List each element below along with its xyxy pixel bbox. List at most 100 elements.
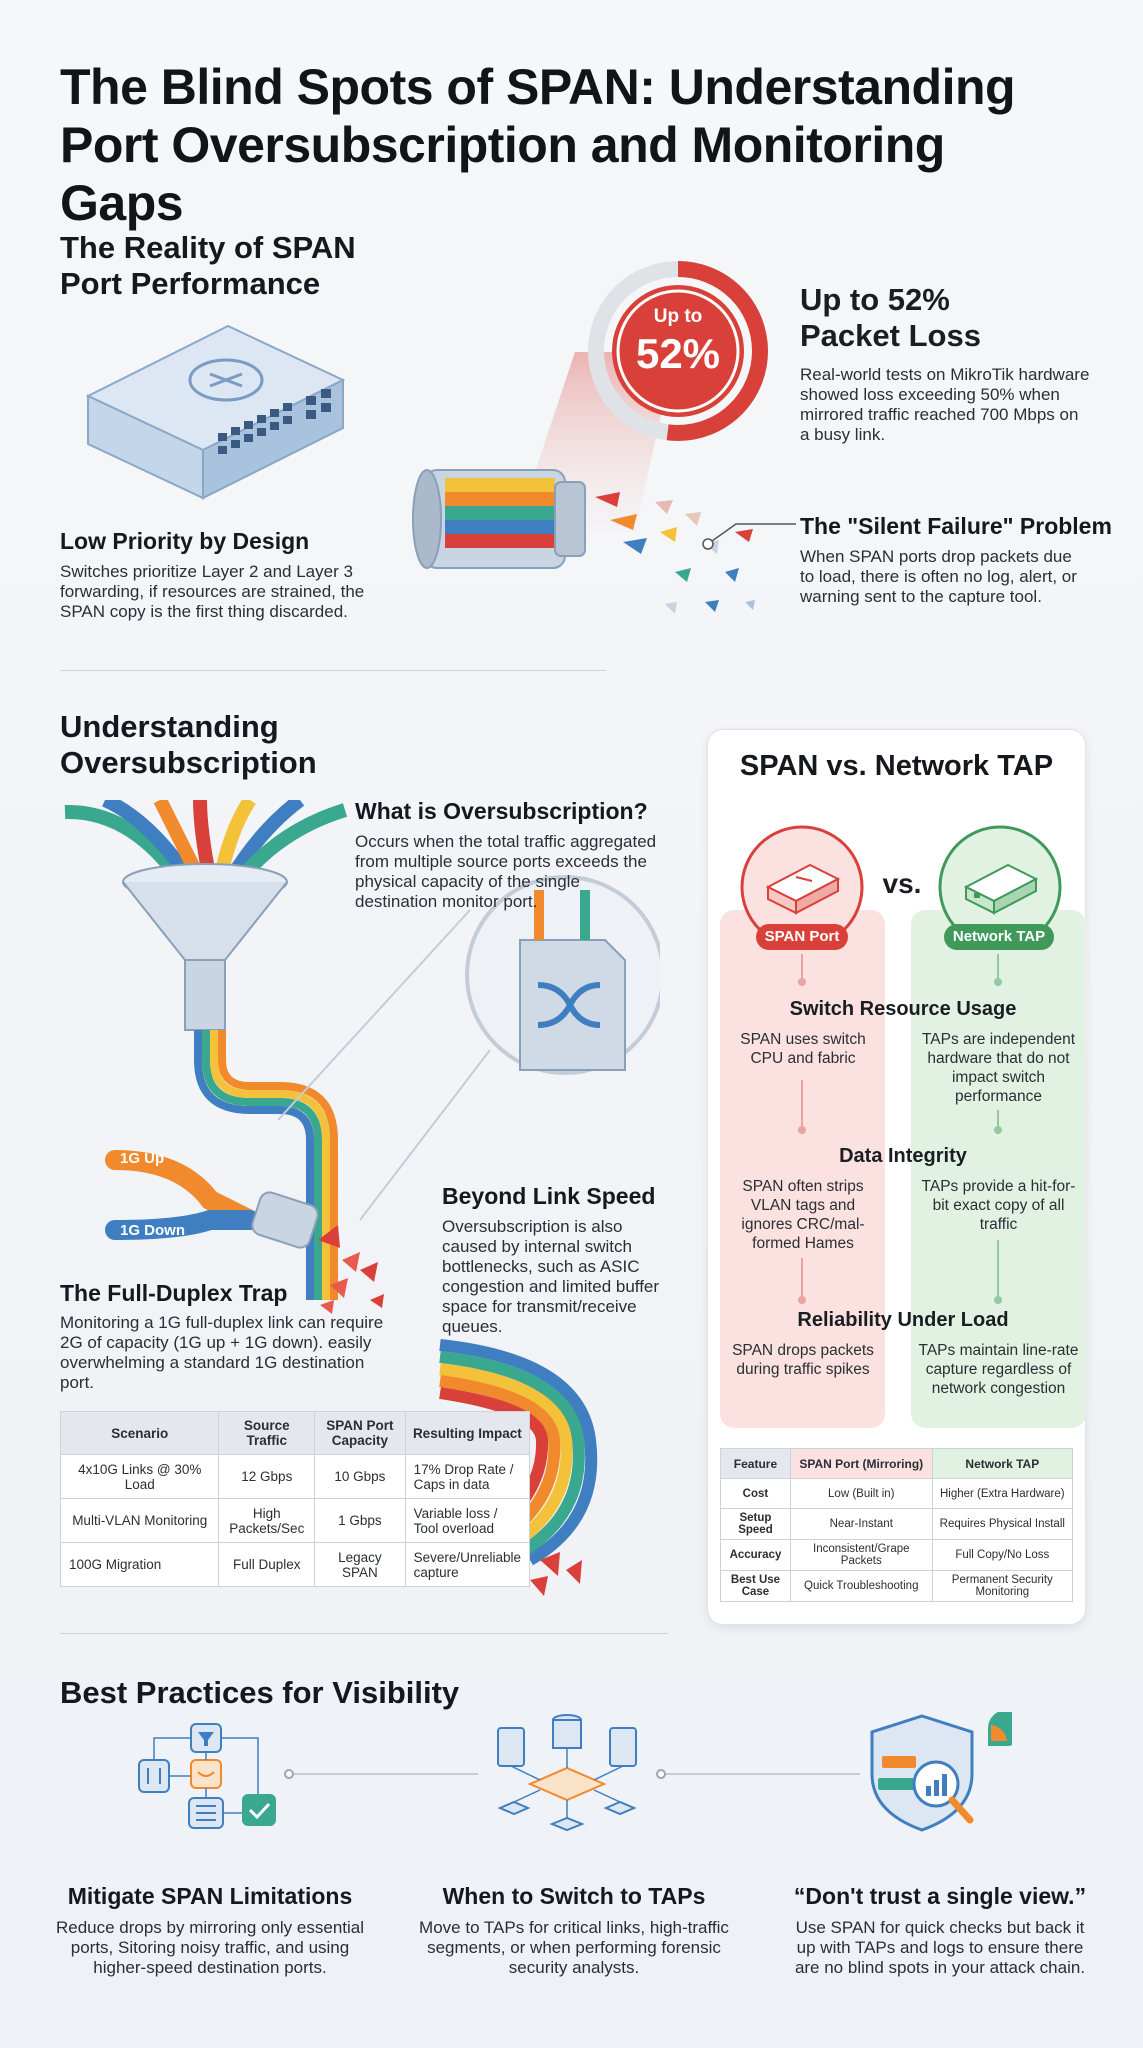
gauge-value: 52% [635,330,721,377]
connector-dot [994,1296,1002,1304]
duplex-text: Monitoring a 1G full-duplex link can req… [60,1313,384,1392]
compare-row-heading: Data Integrity [839,1145,967,1167]
compare-tap-text: TAPs provide a hit-for-bit exact copy of… [921,1178,1076,1233]
page-title: The Blind Spots of SPAN: Understanding P… [60,59,1016,231]
loss-gauge [588,261,768,441]
scenario-table: Scenario Source Traffic SPAN Port Capaci… [59,1411,531,1587]
network-tap-icon [938,825,1062,949]
table-cell: Legacy SPAN [314,1542,406,1587]
table-cell: Best Use Case [720,1570,791,1602]
best-practice-heading: When to Switch to TAPs [442,1883,706,1909]
table-row: Multi-VLAN Monitoring High Packets/Sec 1… [59,1498,531,1543]
connector-dot [994,978,1002,986]
compare-span-text: SPAN uses switch CPU and fabric [740,1031,866,1067]
table-cell: Higher (Extra Hardware) [931,1478,1074,1509]
table-cell: 1 Gbps [314,1498,406,1543]
table-cell: Inconsistent/Grape Packets [789,1539,933,1571]
silent-text: When SPAN ports drop packets due to load… [800,547,1077,606]
table-cell: 4x10G Links @ 30% Load [59,1454,220,1499]
table-cell: Full Copy/No Loss [931,1539,1074,1571]
table-row: 4x10G Links @ 30% Load 12 Gbps 10 Gbps 1… [59,1454,531,1499]
section-divider [60,1633,668,1634]
table-header: Resulting Impact [404,1411,531,1455]
table-row: 100G Migration Full Duplex Legacy SPAN S… [59,1542,531,1587]
table-cell: 17% Drop Rate / Caps in data [404,1454,531,1499]
connector-line [997,1240,999,1298]
best-practice-heading: Mitigate SPAN Limitations [67,1883,353,1909]
connector-line [801,1080,803,1128]
table-header: Feature [720,1448,791,1479]
connector-line [801,954,803,984]
table-cell: Severe/Unreliable capture [404,1542,531,1587]
connector-line [660,1773,860,1775]
table-cell: Accuracy [720,1539,791,1571]
table-header: Source Traffic [218,1411,316,1455]
connector-line [288,1773,478,1775]
table-header: SPAN Port Capacity [314,1411,406,1455]
loss-text: Real-world tests on MikroTik hardware sh… [800,365,1090,444]
switch-illustration [85,324,346,500]
oversub-heading: Understanding Oversubscription [60,709,317,780]
table-header: Scenario [59,1411,220,1455]
compare-row-heading: Reliability Under Load [797,1309,1009,1331]
connector-dot [798,978,806,986]
compare-tap-text: TAPs are independent hardware that do no… [921,1031,1076,1105]
table-header: Network TAP [931,1448,1074,1479]
table-row: Accuracy Inconsistent/Grape Packets Full… [720,1539,1074,1571]
network-tap-badge: Network TAP [944,924,1054,950]
connector-line [997,1110,999,1130]
duplex-heading: The Full-Duplex Trap [60,1280,288,1306]
best-practice-text: Move to TAPs for critical links, high-tr… [419,1918,729,1977]
span-column [720,910,885,1428]
table-row: Setup Speed Near-Instant Requires Physic… [720,1508,1074,1540]
what-heading: What is Oversubscription? [355,798,648,824]
vs-label: vs. [882,868,922,899]
packet-loss-illustration [412,352,755,614]
table-header-row: Feature SPAN Port (Mirroring) Network TA… [720,1448,1074,1479]
network-topology-icon [497,1714,637,1832]
connector-dot [284,1769,294,1779]
table-cell: Near-Instant [789,1508,933,1540]
table-row: Best Use Case Quick Troubleshooting Perm… [720,1570,1074,1602]
table-cell: Multi-VLAN Monitoring [59,1498,220,1543]
section-divider [60,670,606,671]
table-cell: Setup Speed [720,1508,791,1540]
table-row: Cost Low (Built in) Higher (Extra Hardwa… [720,1478,1074,1509]
table-cell: 10 Gbps [314,1454,406,1499]
table-header-row: Scenario Source Traffic SPAN Port Capaci… [59,1411,531,1455]
silent-heading: The "Silent Failure" Problem [800,513,1112,539]
span-port-badge: SPAN Port [756,924,848,950]
table-cell: High Packets/Sec [218,1498,316,1543]
table-cell: Full Duplex [218,1542,316,1587]
reality-heading: The Reality of SPAN Port Performance [60,230,356,301]
table-cell: Requires Physical Install [931,1508,1074,1540]
beyond-heading: Beyond Link Speed [442,1183,656,1209]
what-text: Occurs when the total traffic aggregated… [355,832,657,911]
connector-dot [798,1296,806,1304]
table-cell: 12 Gbps [218,1454,316,1499]
connector-dot [656,1769,666,1779]
table-cell: Variable loss / Tool overload [404,1498,531,1543]
best-practices-heading: Best Practices for Visibility [60,1675,460,1710]
compare-row-heading: Switch Resource Usage [789,998,1017,1020]
table-cell: Permanent Security Monitoring [931,1570,1074,1602]
compare-span-text: SPAN drops packets during traffic spikes [732,1342,874,1378]
table-cell: Low (Built in) [789,1478,933,1509]
compare-tap-text: TAPs maintain line-rate capture regardle… [918,1342,1079,1397]
workflow-icon [138,1723,276,1829]
table-cell: Cost [720,1478,791,1509]
compare-span-text: SPAN often strips VLAN tags and ignores … [741,1178,865,1252]
low-priority-text: Switches prioritize Layer 2 and Layer 3 … [60,562,365,621]
connector-line [801,1258,803,1298]
table-cell: Quick Troubleshooting [789,1570,933,1602]
loss-heading: Up to 52% Packet Loss [800,282,981,353]
beyond-text: Oversubscription is also caused by inter… [442,1217,660,1336]
low-priority-heading: Low Priority by Design [60,528,310,554]
best-practice-text: Reduce drops by mirroring only essential… [55,1918,365,1977]
connector-dot [798,1126,806,1134]
table-header: SPAN Port (Mirroring) [789,1448,933,1479]
connector-line [997,954,999,984]
best-practice-heading: “Don't trust a single view.” [793,1883,1087,1909]
callout-line [702,523,796,550]
feature-table: Feature SPAN Port (Mirroring) Network TA… [720,1448,1074,1602]
